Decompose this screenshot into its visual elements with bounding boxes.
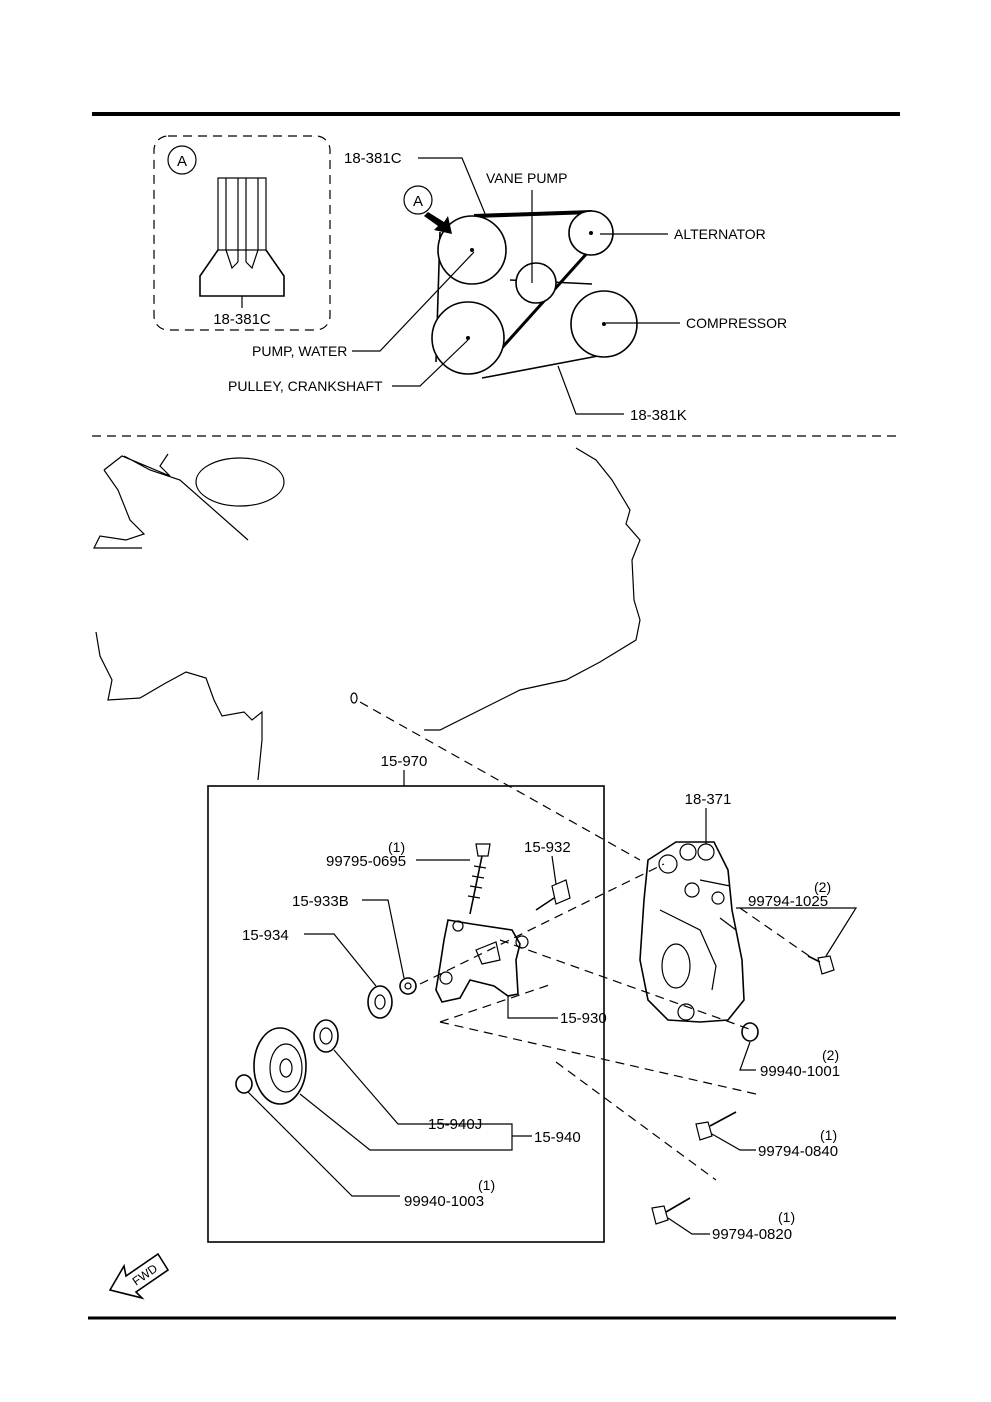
- kit-label: 15-970: [381, 753, 428, 770]
- bolt-0820-part: 99794-0820: [712, 1226, 792, 1243]
- vane-pump-label: VANE PUMP: [486, 170, 567, 186]
- pulley-label: 15-940: [534, 1129, 581, 1146]
- washer-15-933b: 15-933B: [292, 893, 417, 995]
- spacer-15-934: 15-934: [242, 927, 393, 1019]
- bolt-99794-1025: (2) 99794-1025: [736, 879, 858, 975]
- bolt-1025-part: 99794-1025: [748, 893, 828, 910]
- view-arrow-marker-label: A: [413, 193, 423, 210]
- nut-1003-qty: (1): [478, 1177, 495, 1193]
- view-arrow-marker-circle: [403, 185, 433, 215]
- assembly-dashed-lines: [359, 701, 813, 1181]
- pulley-15-940: [253, 1027, 307, 1105]
- detail-part-label: 18-381C: [213, 311, 271, 328]
- water-pump-label: PUMP, WATER: [252, 343, 347, 359]
- detail-marker-circle: [167, 145, 197, 175]
- engine-outline: [93, 447, 641, 781]
- bolt-99794-0820: (1) 99794-0820: [651, 1197, 795, 1243]
- nut-99940-1003: (1) 99940-1003: [235, 1074, 495, 1210]
- kit-box: 15-970: [207, 753, 605, 1243]
- nut-99940-1001: (2) 99940-1001: [739, 1022, 840, 1080]
- fwd-arrow: FWD: [108, 1252, 170, 1300]
- nut-1003-part: 99940-1003: [404, 1193, 484, 1210]
- bolt-0840-part: 99794-0840: [758, 1143, 838, 1160]
- bolt-1025-qty: (2): [814, 879, 831, 895]
- idler-pulley-15-940: 15-940J 15-940: [253, 1019, 581, 1151]
- belt-routing: A 18-381C VANE PUMP ALTERNATOR COMPRESSO…: [228, 150, 787, 424]
- belt-cross-section: [199, 177, 285, 308]
- stud-bolt-part: 99795-0695: [326, 853, 406, 870]
- bearing-label: 15-940J: [428, 1116, 482, 1133]
- fwd-label: FWD: [130, 1261, 161, 1288]
- belt-18-381c: [473, 210, 593, 218]
- spacer-label: 15-934: [242, 927, 289, 944]
- bracket-18-371: 18-371: [639, 791, 745, 1023]
- bolt-0820-qty: (1): [778, 1209, 795, 1225]
- bracket-label: 18-371: [685, 791, 732, 808]
- detail-view-a: A 18-381C: [153, 135, 331, 331]
- compressor-label: COMPRESSOR: [686, 315, 787, 331]
- detail-marker-label: A: [177, 153, 187, 170]
- stud-bolt-99795-0695: (1) 99795-0695: [326, 839, 491, 915]
- crankshaft-pulley-label: PULLEY, CRANKSHAFT: [228, 378, 383, 394]
- belt-top-label: 18-381C: [344, 150, 402, 167]
- bolt-15932-label: 15-932: [524, 839, 571, 856]
- stud-bolt-qty: (1): [388, 839, 405, 855]
- nut-1001-part: 99940-1001: [760, 1063, 840, 1080]
- bolt-99794-0840: (1) 99794-0840: [695, 1111, 838, 1160]
- view-arrow-icon: [424, 212, 452, 234]
- fwd-arrow-icon: [108, 1252, 170, 1300]
- vane-pump-pulley: [515, 262, 557, 304]
- nut-1001-qty: (2): [822, 1047, 839, 1063]
- idler-bracket-label: 15-930: [560, 1010, 607, 1027]
- bolt-0840-qty: (1): [820, 1127, 837, 1143]
- washer-label: 15-933B: [292, 893, 349, 910]
- belt-bottom-label: 18-381K: [630, 407, 687, 424]
- bolt-15-932: 15-932: [524, 839, 571, 911]
- bearing-15-940j: [313, 1019, 339, 1053]
- engine-boss-ellipse: [195, 457, 285, 507]
- alternator-label: ALTERNATOR: [674, 226, 766, 242]
- idler-bracket-15-930: 15-930: [435, 919, 607, 1027]
